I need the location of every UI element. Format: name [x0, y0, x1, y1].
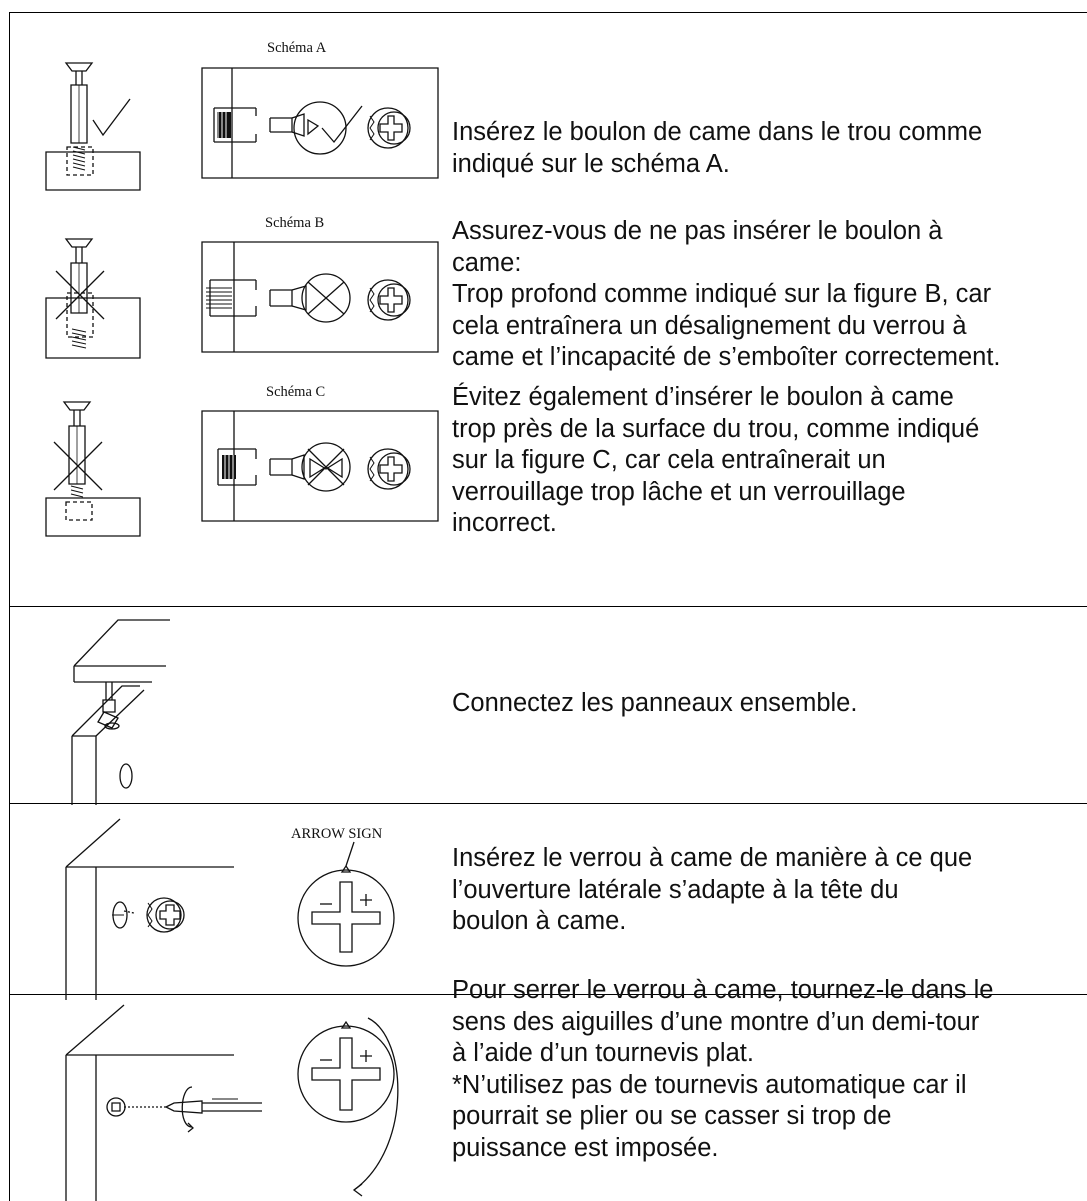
step1-instruction-c: Évitez également d’insérer le boulon à c…	[452, 382, 979, 540]
arrow-sign-cam-face	[296, 842, 406, 972]
step1-b-line-4: cela entraînera un désalignement du verr…	[452, 311, 967, 340]
schema-c-diagram	[200, 409, 440, 524]
step4-line-1: Pour serrer le verrou à came, tournez-le…	[452, 976, 994, 1004]
step4-line-6: puissance est imposée.	[452, 1133, 719, 1162]
step1-a-line-2: indiqué sur le schéma A.	[452, 149, 730, 178]
schema-b-diagram	[200, 240, 440, 355]
step1-c-line-4: verrouillage trop lâche et un verrouilla…	[452, 477, 906, 506]
cam-bolt-correct-side-view	[40, 55, 150, 195]
step3-line-1: Insérez le verrou à came de manière à ce…	[452, 844, 973, 872]
schema-a-diagram	[200, 66, 440, 181]
frame-top-border	[9, 12, 1087, 13]
step1-instruction-a: Insérez le boulon de came dans le trou c…	[452, 117, 982, 180]
step1-b-line-2: came:	[452, 248, 522, 277]
cam-bolt-too-shallow-side-view	[40, 398, 150, 548]
step-divider-2	[9, 803, 1087, 804]
step-divider-3	[9, 994, 1087, 995]
step1-c-line-5: incorrect.	[452, 509, 557, 537]
step1-c-line-3: sur la figure C, car cela entraînerait u…	[452, 446, 886, 474]
step1-instruction-b: Assurez-vous de ne pas insérer le boulon…	[452, 216, 1001, 374]
step1-b-line-5: came et l’incapacité de s’emboîter corre…	[452, 343, 1001, 371]
step3-instruction: Insérez le verrou à came de manière à ce…	[452, 843, 972, 938]
step3-line-3: boulon à came.	[452, 907, 627, 935]
step1-b-line-1: Assurez-vous de ne pas insérer le boulon…	[452, 217, 943, 245]
panels-connect-illustration	[60, 610, 200, 805]
cam-lock-insert-illustration	[62, 815, 252, 1005]
screwdriver-tighten-illustration	[62, 995, 272, 1201]
step4-instruction: Pour serrer le verrou à came, tournez-le…	[452, 975, 993, 1164]
step1-b-line-3: Trop profond comme indiqué sur la figure…	[452, 280, 992, 308]
step2-line-1: Connectez les panneaux ensemble.	[452, 689, 858, 717]
step4-line-5: pourrait se plier ou se casser si trop d…	[452, 1102, 892, 1130]
step1-c-line-2: trop près de la surface du trou, comme i…	[452, 414, 980, 443]
schema-c-caption: Schéma C	[266, 384, 326, 400]
step1-c-line-1: Évitez également d’insérer le boulon à c…	[452, 383, 954, 411]
step2-instruction: Connectez les panneaux ensemble.	[452, 688, 857, 720]
step1-a-line-1: Insérez le boulon de came dans le trou c…	[452, 118, 983, 146]
step3-line-2: l’ouverture latérale s’adapte à la tête …	[452, 875, 899, 904]
step4-line-3: à l’aide d’un tournevis plat.	[452, 1039, 754, 1067]
step4-line-4: *N’utilisez pas de tournevis automatique…	[452, 1070, 967, 1099]
step-divider-1	[9, 606, 1087, 607]
cam-bolt-too-deep-side-view	[40, 233, 150, 373]
rotation-cam-face	[296, 1018, 416, 1198]
schema-b-caption: Schéma B	[265, 215, 325, 231]
step4-line-2: sens des aiguilles d’une montre d’un dem…	[452, 1007, 980, 1036]
schema-a-caption: Schéma A	[267, 40, 327, 56]
arrow-sign-caption: ARROW SIGN	[291, 826, 383, 842]
